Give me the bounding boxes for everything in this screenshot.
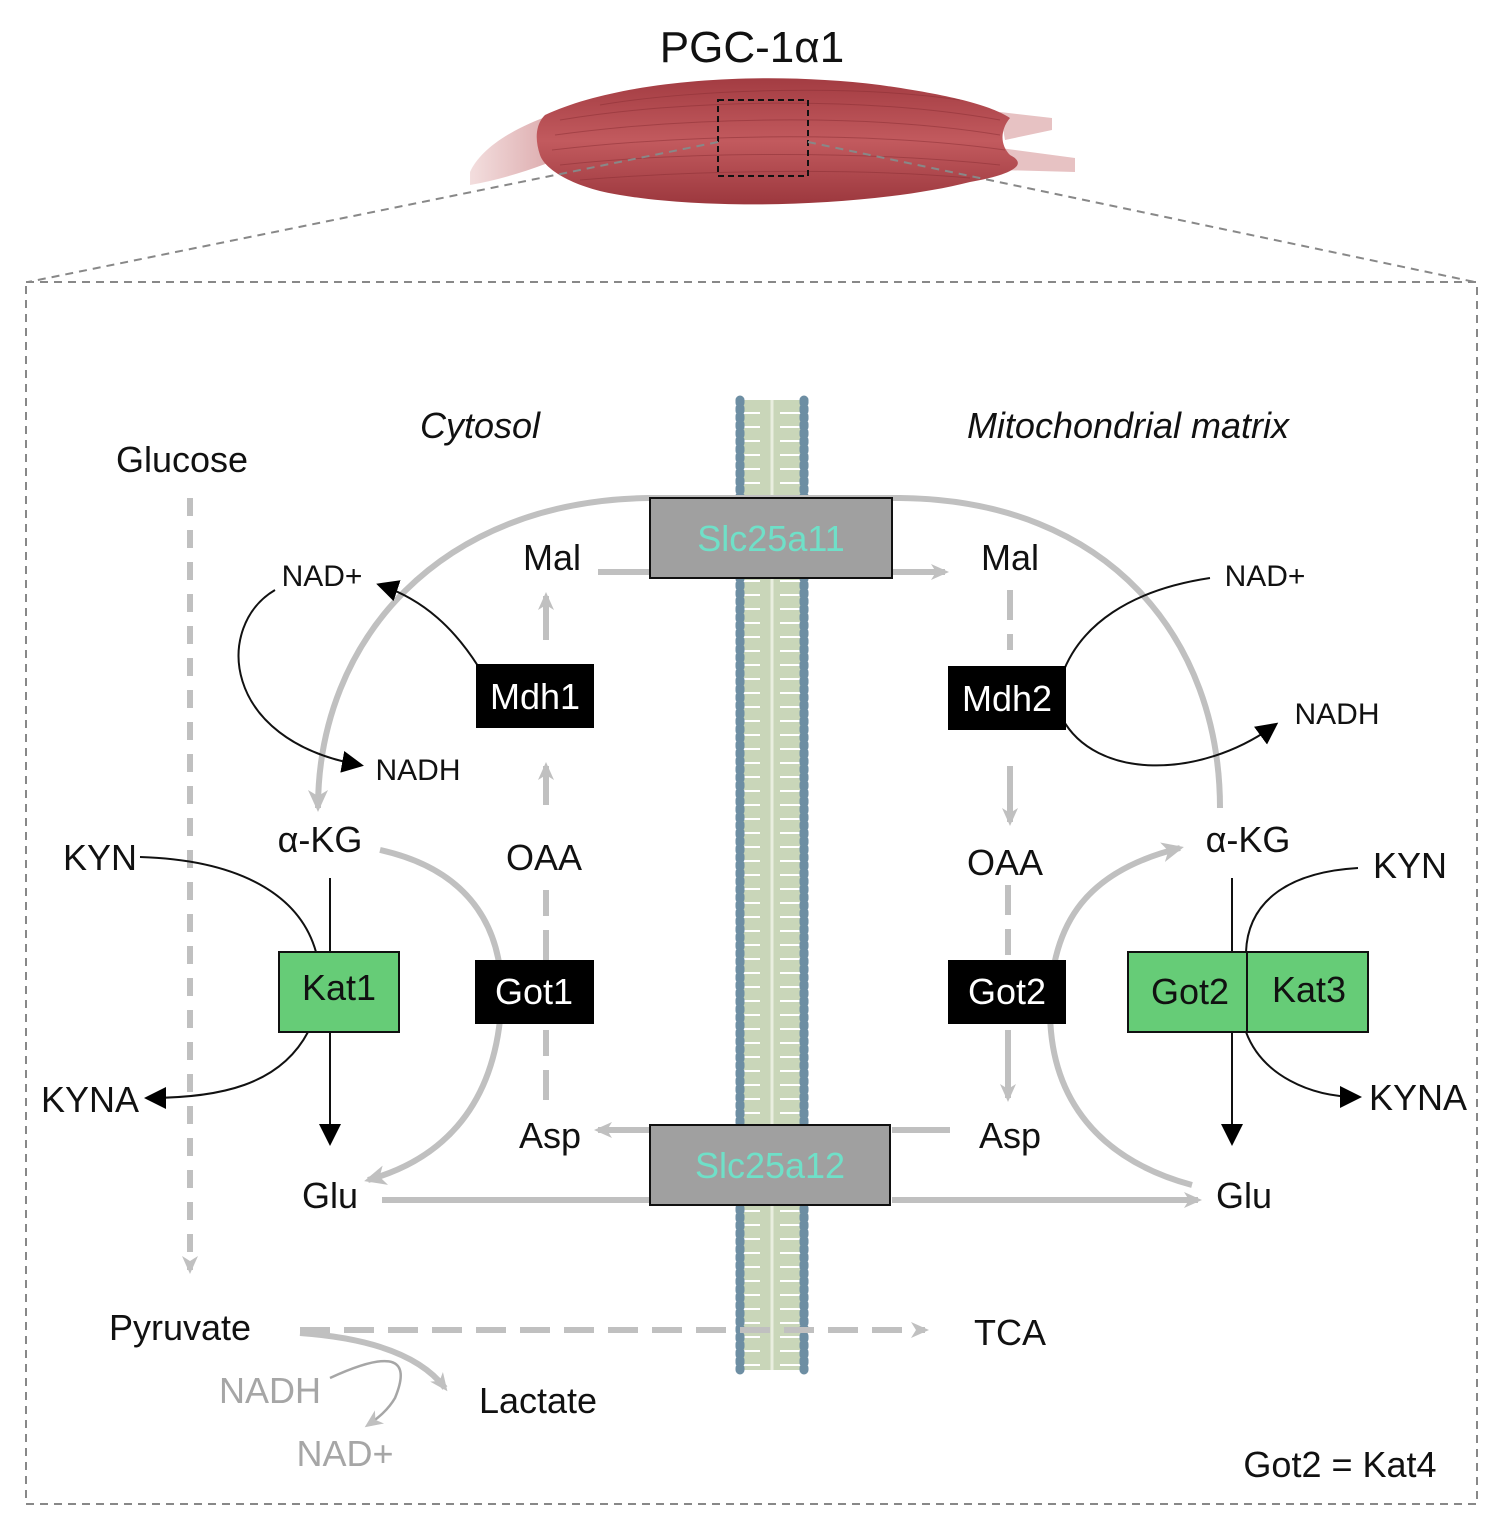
enzyme-kat1-box	[278, 951, 400, 1033]
transporter-slc25a12-label: Slc25a12	[695, 1145, 845, 1186]
kyn-to-kat1-left	[139, 856, 317, 953]
metabolite-kyna-cytosol: KYNA	[41, 1079, 139, 1120]
cofactor-nad-matrix: NAD+	[1225, 560, 1306, 593]
enzyme-kat3-label: Kat3	[1272, 969, 1346, 1010]
enzyme-kat1-label: Kat1	[302, 967, 376, 1008]
muscle-striations	[551, 89, 1006, 181]
transporter-slc25a12: Slc25a12	[649, 1124, 891, 1206]
metabolite-asp-matrix: Asp	[979, 1115, 1041, 1156]
transporter-slc25a12-box	[649, 1124, 891, 1206]
transporter-slc25a11-label: Slc25a11	[697, 518, 844, 559]
metabolite-akg-cytosol: α-KG	[278, 819, 363, 860]
cofactor-nadh-cytosol: NADH	[375, 754, 460, 787]
metabolite-oaa-matrix: OAA	[967, 842, 1043, 883]
muscle-illustration	[470, 78, 1075, 205]
enzyme-got2-green-label: Got2	[1151, 971, 1229, 1012]
pyruvate-to-lactate-arrow	[299, 1330, 448, 1392]
metabolite-glucose: Glucose	[116, 439, 248, 480]
enzyme-mdh1-label: Mdh1	[490, 676, 580, 717]
metabolite-oaa-cytosol: OAA	[506, 837, 582, 878]
transporter-slc25a11: Slc25a11	[649, 497, 893, 579]
enzyme-got2-label: Got2	[968, 971, 1046, 1012]
enzyme-mdh2: Mdh2	[948, 666, 1066, 730]
zoom-box	[717, 99, 809, 177]
enzyme-got2-box	[948, 960, 1066, 1024]
zoom-line-left	[27, 141, 719, 283]
enzyme-got2: Got2	[948, 960, 1066, 1024]
metabolite-glu-matrix: Glu	[1216, 1175, 1272, 1216]
enzyme-mdh1: Mdh1	[476, 664, 594, 728]
metabolite-akg-matrix: α-KG	[1206, 819, 1291, 860]
metabolite-tca: TCA	[974, 1312, 1046, 1353]
cofactor-nad-lactate: NAD+	[296, 1433, 393, 1474]
nad-to-nadh-left-arrow	[237, 589, 364, 773]
metabolite-lactate: Lactate	[479, 1380, 597, 1421]
zoom-line-right	[807, 141, 1476, 283]
enzyme-got1: Got1	[475, 960, 594, 1024]
enzyme-mdh2-label: Mdh2	[962, 678, 1052, 719]
nad-to-mdh2-arrow	[1061, 577, 1211, 676]
muscle-tendon-right-lower	[1000, 148, 1075, 172]
enzyme-got2-kat3: Got2 Kat3	[1127, 951, 1369, 1033]
muscle-belly	[536, 78, 1018, 205]
mdh1-to-nad-arrow	[376, 580, 479, 667]
metabolite-kyn-matrix: KYN	[1373, 845, 1447, 886]
footnote-got2-kat4: Got2 = Kat4	[1243, 1444, 1436, 1485]
metabolite-kyna-matrix: KYNA	[1369, 1077, 1467, 1118]
metabolite-glu-cytosol: Glu	[302, 1175, 358, 1216]
enzyme-mdh1-box	[476, 664, 594, 728]
enzyme-kat1: Kat1	[278, 951, 400, 1033]
muscle-tendon-right-upper	[1000, 112, 1052, 140]
kyn-to-kat3-right	[1245, 867, 1359, 953]
lactate-nadh-cycle	[329, 1359, 402, 1428]
cofactor-nadh-matrix: NADH	[1294, 698, 1379, 731]
metabolite-kyn-cytosol: KYN	[63, 837, 137, 878]
transporter-slc25a11-box	[649, 497, 893, 579]
metabolite-mal-cytosol: Mal	[523, 537, 581, 578]
compartment-matrix-label: Mitochondrial matrix	[967, 405, 1291, 446]
kat3-to-kyna-right-arrow	[1245, 1031, 1362, 1108]
title: PGC-1α1	[660, 23, 844, 72]
metabolite-pyruvate: Pyruvate	[109, 1307, 251, 1348]
metabolite-mal-matrix: Mal	[981, 537, 1039, 578]
metabolite-asp-cytosol: Asp	[519, 1115, 581, 1156]
cofactor-nad-cytosol: NAD+	[282, 560, 363, 593]
kat1-to-kyna-left-arrow	[144, 1031, 309, 1109]
enzyme-got1-label: Got1	[495, 971, 573, 1012]
compartment-cytosol-label: Cytosol	[420, 405, 541, 446]
shuttle-arrows	[182, 495, 1223, 1392]
mdh2-to-nadh-arrow	[1061, 717, 1279, 767]
enzyme-got1-box	[475, 960, 594, 1024]
cofactor-nadh-lactate: NADH	[219, 1370, 321, 1411]
enzyme-mdh2-box	[948, 666, 1066, 730]
zoom-frame	[25, 281, 1478, 1505]
